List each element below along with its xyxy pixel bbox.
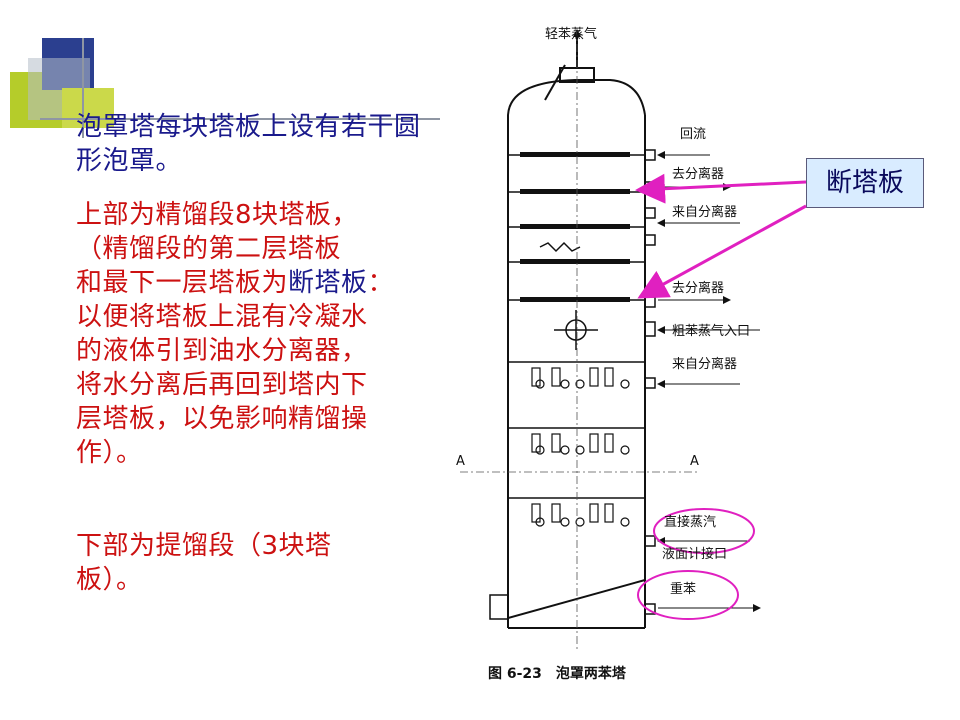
decor-horizontal-line bbox=[40, 118, 440, 120]
section-mark-left: A bbox=[456, 454, 465, 469]
p3-line1: 下部为提馏段（3块塔 bbox=[76, 531, 332, 561]
label-direct-steam: 直接蒸汽 bbox=[664, 514, 716, 530]
label-heavy-benzene: 重苯 bbox=[670, 581, 696, 597]
figure-caption: 图 6-23 泡罩两苯塔 bbox=[488, 665, 627, 682]
p2-line4: 以便将塔板上混有冷凝水 bbox=[76, 302, 368, 332]
intro-text: 泡罩塔每块塔板上设有若干圆形泡罩。 bbox=[76, 112, 421, 176]
bubble-caps bbox=[520, 152, 630, 302]
p2-line2: （精馏段的第二层塔板 bbox=[76, 234, 342, 264]
label-reflux: 回流 bbox=[680, 127, 706, 142]
rectifying-section-paragraph: 上部为精馏段8块塔板， （精馏段的第二层塔板 和最下一层塔板为断塔板： 以便将塔… bbox=[76, 198, 456, 470]
decor-square-lime-2 bbox=[62, 88, 114, 128]
p2-line6: 将水分离后再回到塔内下 bbox=[76, 370, 368, 400]
centerline bbox=[460, 28, 700, 650]
manhole bbox=[554, 310, 598, 350]
intro-paragraph: 泡罩塔每块塔板上设有若干圆形泡罩。 bbox=[76, 110, 436, 178]
nozzles bbox=[489, 149, 656, 620]
p2-line5: 的液体引到油水分离器， bbox=[76, 336, 368, 366]
callout-arrows bbox=[635, 173, 807, 299]
p2-line3: 和最下一层塔板为断塔板： bbox=[76, 266, 456, 300]
stripping-caps bbox=[531, 367, 630, 527]
p2-line1: 上部为精馏段8块塔板， bbox=[76, 200, 359, 230]
p2-line8: 作）。 bbox=[76, 438, 143, 468]
label-to-separator-1: 去分离器 bbox=[672, 166, 724, 182]
p2-line3-a: 和最下一层塔板为 bbox=[76, 268, 289, 298]
p3-line2: 板）。 bbox=[76, 565, 143, 595]
label-crude-benzene-inlet: 粗苯蒸气入口 bbox=[672, 323, 750, 339]
label-from-separator-1: 来自分离器 bbox=[672, 204, 737, 220]
section-mark-right: A bbox=[690, 454, 699, 469]
flow-arrows bbox=[573, 29, 761, 612]
stripping-section-paragraph: 下部为提馏段（3块塔 板）。 bbox=[76, 529, 436, 597]
p2-line3-highlight: 断塔板 bbox=[288, 268, 368, 298]
label-level-gauge: 液面计接口 bbox=[662, 546, 727, 562]
label-from-separator-2: 来自分离器 bbox=[672, 356, 737, 372]
label-light-benzene-vapor: 轻苯蒸气 bbox=[545, 26, 597, 42]
p2-line7: 层塔板，以免影响精馏操 bbox=[76, 404, 368, 434]
broken-tray-callout: 断塔板 bbox=[806, 158, 924, 208]
bubble-cap-column-diagram: 轻苯蒸气 回流 去分离器 来自分离器 去分离器 粗苯蒸气入口 来自分离器 直接蒸… bbox=[456, 26, 807, 682]
decor-vertical-line bbox=[82, 38, 84, 138]
highlight-ellipses bbox=[637, 508, 755, 620]
p2-line3-c: ： bbox=[367, 268, 395, 298]
label-to-separator-2: 去分离器 bbox=[672, 280, 724, 296]
